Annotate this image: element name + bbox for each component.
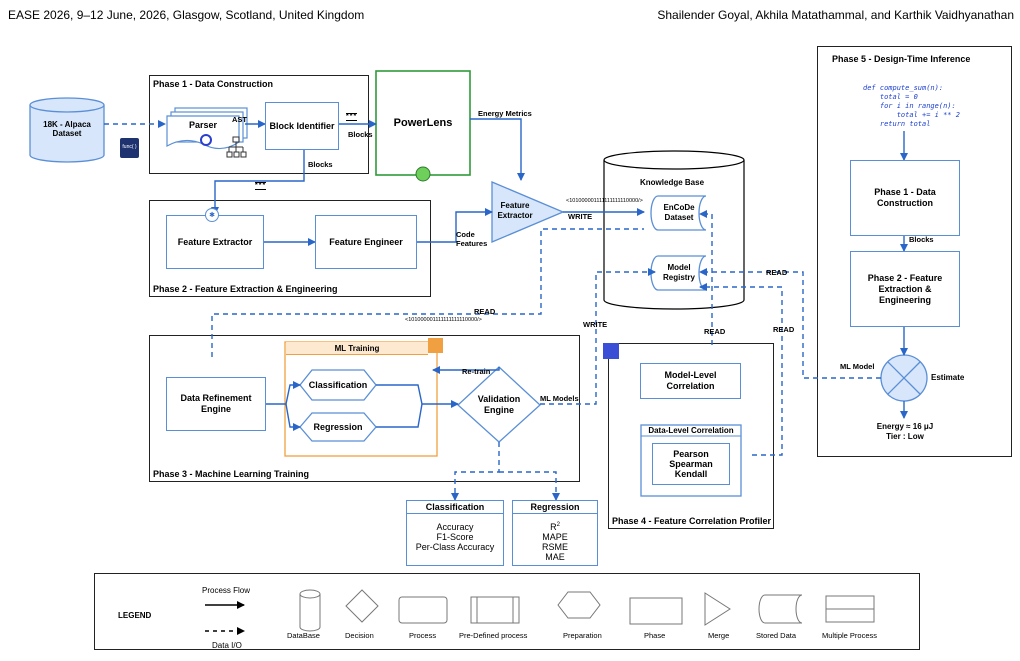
stars-line-1: *** (346, 113, 358, 121)
read-label-3: READ (704, 327, 726, 336)
reg-metrics-items: MAPE RSME MAE (541, 532, 568, 562)
read-label-2: READ (766, 268, 788, 277)
reg-metrics-title: Regression (513, 501, 597, 514)
blocks-label-3: Blocks (909, 235, 934, 244)
validation-engine-label: Validation Engine (477, 394, 521, 415)
phase5-title: Phase 5 - Design-Time Inference (832, 54, 971, 64)
read-label-1: READ (474, 307, 496, 316)
ml-model-label: ML Model (840, 362, 875, 371)
legend-data-io: Data I/O (212, 641, 242, 650)
powerlens-box (375, 70, 471, 176)
phase3-box (149, 335, 580, 482)
model-registry-label: Model Registry (662, 263, 695, 282)
legend-multiple: Multiple Process (822, 631, 878, 640)
ml-training-title: ML Training (286, 342, 428, 355)
blocks-label-1: Blocks (348, 130, 373, 139)
ml-models-label: ML Models (540, 394, 579, 403)
regression-label: Regression (313, 422, 363, 432)
legend-database: DataBase (287, 631, 320, 640)
cls-metrics-title: Classification (407, 501, 503, 514)
profiler-icon (603, 343, 619, 359)
phase3-title: Phase 3 - Machine Learning Training (153, 469, 310, 479)
estimate-label: Estimate (931, 373, 965, 382)
conference-header: EASE 2026, 9–12 June, 2026, Glasgow, Sco… (8, 8, 365, 22)
brain-icon (428, 338, 443, 353)
dataset-cylinder (29, 97, 105, 163)
extract-icon: ✱ (205, 208, 219, 222)
parser-label: Parser (188, 120, 218, 130)
ast-tree-icon (226, 136, 247, 158)
encode-dataset-label: EnCoDe Dataset (663, 203, 695, 222)
legend-shapes (299, 589, 875, 632)
data-level-title: Data-Level Correlation (648, 426, 734, 435)
legend-process-flow: Process Flow (202, 586, 251, 595)
model-level-correlation: Model-Level Correlation (640, 363, 741, 399)
phase2-title: Phase 2 - Feature Extraction & Engineeri… (153, 284, 338, 294)
phase4-title: Phase 4 - Feature Correlation Profiler (612, 516, 772, 526)
stars-line-2: *** (255, 182, 267, 190)
legend-decision: Decision (345, 631, 374, 640)
feature-engineer: Feature Engineer (315, 215, 417, 269)
knowledge-base-label: Knowledge Base (640, 178, 705, 187)
r2-label: R (550, 522, 557, 532)
gear-icon (200, 134, 212, 146)
knowledge-base-cylinder (603, 150, 745, 310)
classification-metrics: Classification Accuracy F1-Score Per-Cla… (406, 500, 504, 566)
estimate-junction (880, 354, 928, 402)
legend-predefined: Pre-Defined process (459, 631, 528, 640)
blocks-label-2: Blocks (308, 160, 333, 169)
binary-label-2: <101000001111111111110000/> (405, 317, 482, 323)
p5-phase2-box: Phase 2 - Feature Extraction & Engineeri… (850, 251, 960, 327)
phase5-box (817, 46, 1012, 457)
phase1-title: Phase 1 - Data Construction (153, 79, 274, 89)
write-label-2: WRITE (583, 320, 608, 329)
dataset-label: 18K - Alpaca Dataset (43, 120, 91, 138)
parser-document-stack (166, 107, 248, 150)
energy-metrics-label: Energy Metrics (478, 109, 532, 118)
classification-label: Classification (308, 380, 368, 390)
ast-label: AST (232, 115, 247, 124)
legend-title: LEGEND (118, 611, 152, 620)
regression-metrics: Regression R2 MAPE RSME MAE (512, 500, 598, 566)
phase2-box (149, 200, 431, 297)
code-snippet: def compute_sum(n): total = 0 for i in r… (863, 84, 960, 128)
phase4-box (608, 343, 774, 529)
legend-merge: Merge (708, 631, 730, 640)
retrain-label: Re-train (462, 367, 491, 376)
legend-process: Process (409, 631, 437, 640)
code-features-label: Code Features (456, 230, 488, 248)
p5-phase1-box: Phase 1 - Data Construction (850, 160, 960, 236)
r2-superscript: 2 (556, 522, 560, 528)
cls-metrics-items: Accuracy F1-Score Per-Class Accuracy (415, 522, 495, 552)
powerlens-label: PowerLens (393, 117, 453, 129)
legend-phase: Phase (644, 631, 666, 640)
encode-dataset-shape (650, 195, 707, 231)
tier-result: Tier : Low (886, 432, 924, 441)
legend-stored: Stored Data (756, 631, 797, 640)
data-refinement-engine: Data Refinement Engine (166, 377, 266, 431)
legend-box (94, 573, 920, 650)
authors-header: Shailender Goyal, Akhila Matathammal, an… (657, 8, 1014, 22)
feature-extractor-p2: Feature Extractor (166, 215, 264, 269)
func-label: func( ) (122, 144, 137, 150)
read-label-4: READ (773, 325, 795, 334)
binary-label-1: <101000001111111111110000/> (566, 198, 643, 204)
energy-result: Energy ≈ 16 μJ (876, 422, 934, 431)
function-file-icon (120, 138, 139, 158)
feature-extractor-merge-label: Feature Extractor (497, 201, 533, 220)
write-label-1: WRITE (568, 212, 593, 221)
block-identifier: Block Identifier (265, 102, 339, 150)
correlation-methods: Pearson Spearman Kendall (652, 443, 730, 485)
bulb-icon (415, 166, 431, 182)
legend-preparation: Preparation (563, 631, 602, 640)
